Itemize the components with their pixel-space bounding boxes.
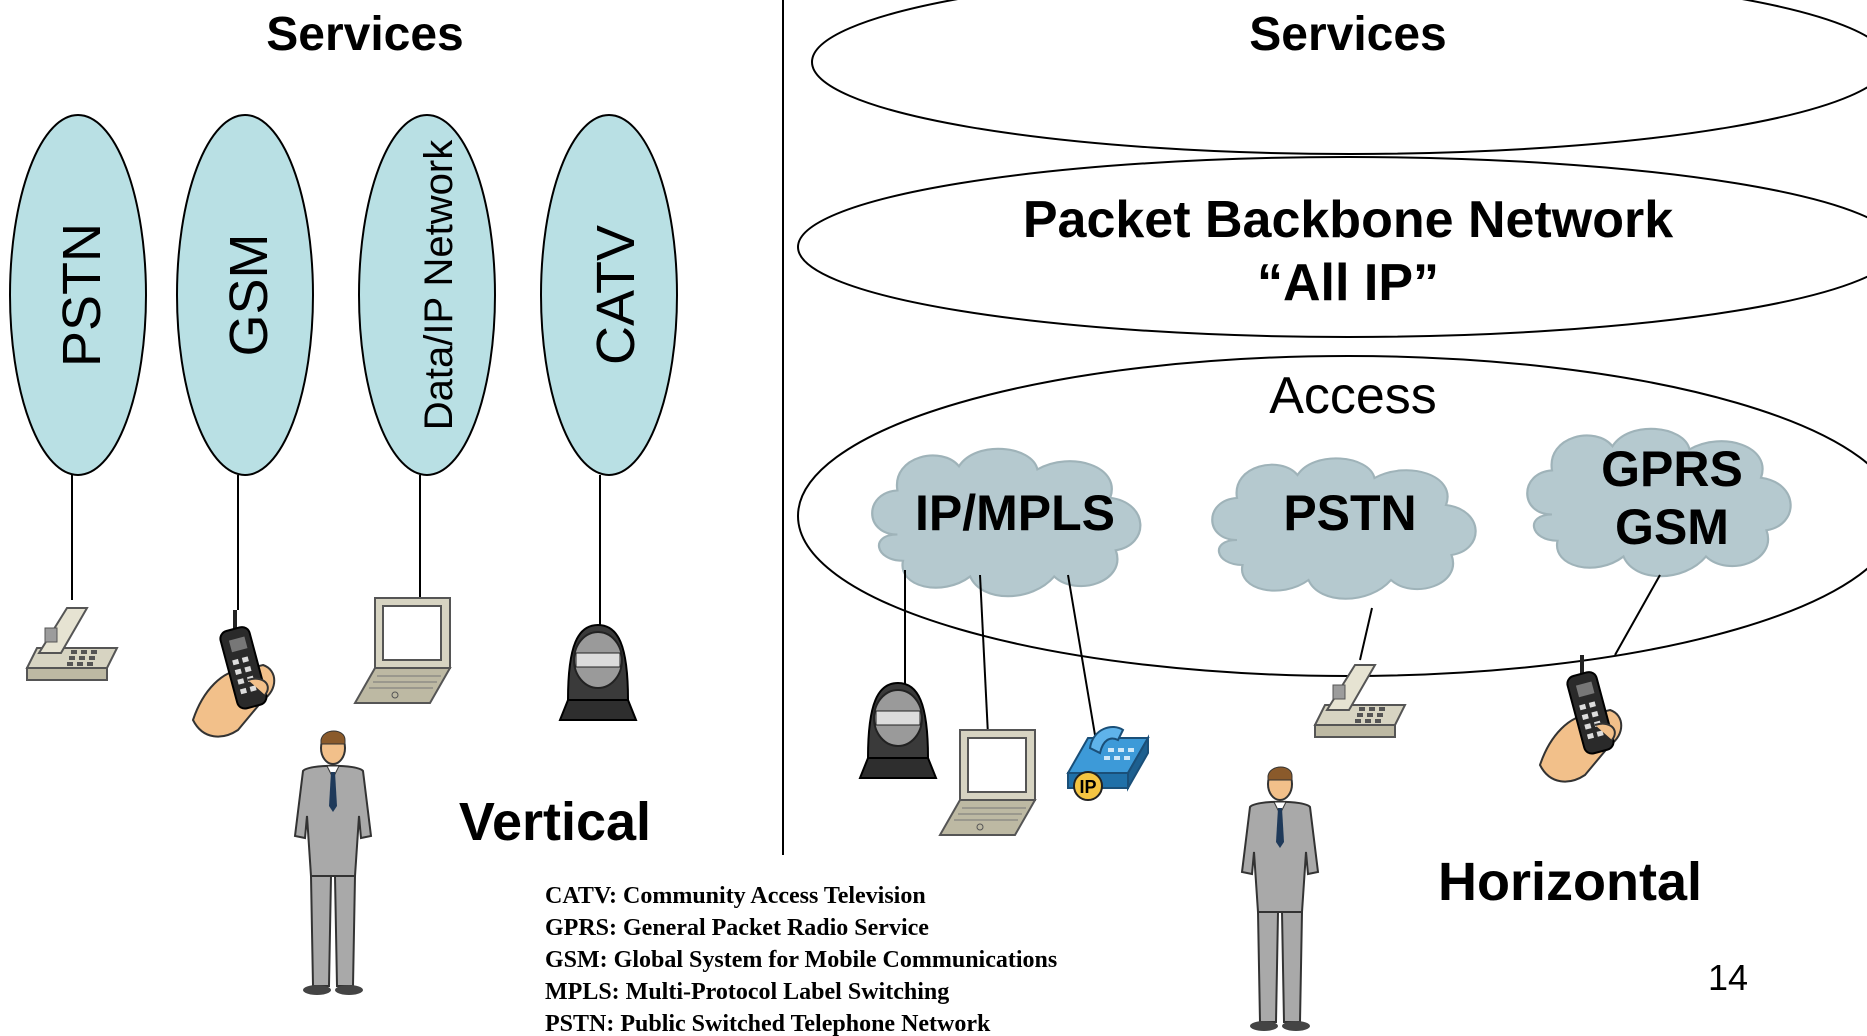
glossary-item: MPLS: Multi-Protocol Label Switching [545,979,949,1005]
cloud-label: GPRS [1601,441,1743,497]
backbone-subtitle: “All IP” [1257,254,1439,312]
horizontal-caption: Horizontal [1438,852,1702,912]
network-silo-pstn: PSTN [9,114,147,476]
network-label: GSM [219,233,279,356]
cloud-pstn: PSTN [1211,457,1477,600]
network-silo-data-ip: Data/IP Network [358,114,496,476]
cloud-label: GSM [1615,499,1729,555]
glossary-item: GSM: Global System for Mobile Communicat… [545,947,1057,973]
businessman-icon [1241,766,1319,1032]
page-number: 14 [1708,957,1748,998]
silo-connectors [71,475,601,630]
left-services-title: Services [266,8,464,61]
cloud-gprs-gsm: GPRS GSM [1526,427,1792,578]
mobile-phone-in-hand-icon [1539,654,1623,783]
set-top-box-icon [559,624,637,721]
network-silo-catv: CATV [540,114,678,476]
cloud-ip-mpls: IP/MPLS [871,447,1142,598]
network-label: PSTN [52,223,112,367]
network-label: Data/IP Network [417,139,461,430]
glossary-item: CATV: Community Access Television [545,883,926,909]
laptop-icon [354,597,451,704]
laptop-icon [939,729,1036,836]
set-top-box-icon [859,682,937,779]
cloud-label: IP/MPLS [915,485,1115,541]
services-layer [811,0,1867,155]
network-label: CATV [586,225,646,365]
vertical-caption: Vertical [459,792,651,852]
mobile-phone-in-hand-icon [192,609,276,738]
backbone-title: Packet Backbone Network [1023,191,1673,249]
right-services-title: Services [1249,8,1447,61]
packet-backbone-layer [797,156,1867,338]
cloud-label: PSTN [1283,485,1416,541]
access-label: Access [1269,367,1437,425]
desk-phone-icon [26,607,118,681]
glossary-item: GPRS: General Packet Radio Service [545,915,929,941]
ip-badge: IP [1079,777,1096,797]
ip-phone-icon: IP [1067,726,1149,801]
network-silo-gsm: GSM [176,114,314,476]
access-connectors [904,570,1661,736]
glossary-item: PSTN: Public Switched Telephone Network [545,1011,991,1036]
businessman-icon [294,730,372,996]
glossary: CATV: Community Access Television GPRS: … [545,883,1057,1036]
